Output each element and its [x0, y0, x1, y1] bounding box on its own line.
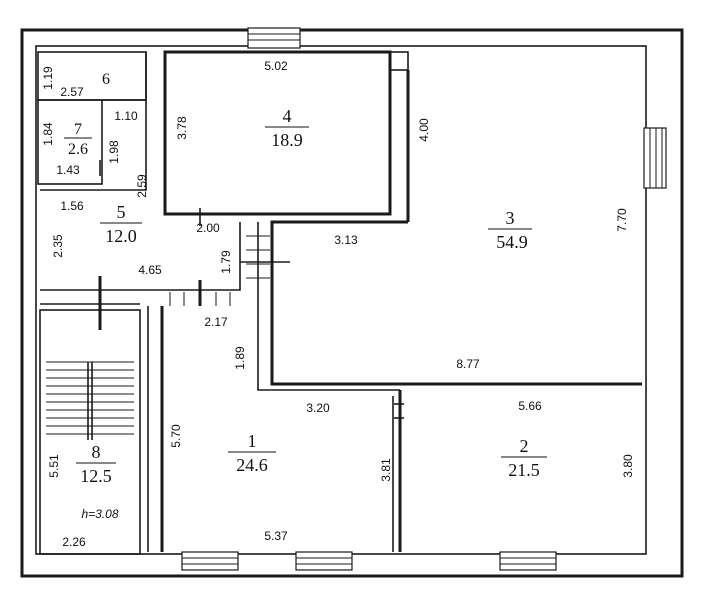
room-6-number: 6 [102, 71, 110, 88]
room-2-number: 2 [520, 436, 529, 456]
dim-label: 1.98 [107, 140, 121, 164]
dim-label: 4.00 [417, 118, 431, 142]
dim-label: 2.17 [204, 315, 228, 329]
room-7-number: 7 [74, 121, 82, 138]
windows [181, 27, 667, 571]
dim-label: 2.57 [60, 85, 84, 99]
dim-label: 1.43 [56, 163, 80, 177]
window-top [247, 27, 301, 49]
room-8-number: 8 [92, 442, 101, 462]
door-marks [99, 160, 404, 419]
dim-label: 3.13 [334, 233, 358, 247]
window-bottom-2 [295, 551, 353, 571]
dim-label: 1.10 [114, 109, 138, 123]
room-4-area: 18.9 [271, 130, 303, 150]
dim-label: 3.78 [175, 116, 189, 140]
room-4-number: 4 [283, 106, 292, 126]
dim-label: 5.66 [518, 399, 542, 413]
room-2-area: 21.5 [508, 460, 540, 480]
dim-label: 3.20 [306, 401, 330, 415]
dim-label: 5.70 [169, 424, 183, 448]
room-8-area: 12.5 [80, 466, 112, 486]
dim-label: 5.37 [264, 529, 288, 543]
corridor-steps [169, 235, 270, 306]
interior-walls [37, 50, 642, 555]
stair-steps [46, 361, 134, 440]
dim-label: 2.00 [196, 221, 220, 235]
window-bottom-1 [181, 551, 239, 571]
dim-label: 3.81 [379, 458, 393, 482]
dimension-labels: 1.19 2.57 5.02 3.78 4.00 1.84 1.10 1.98 … [41, 59, 635, 549]
room-3-number: 3 [506, 208, 515, 228]
dim-label: 8.77 [456, 357, 480, 371]
dim-label: 2.35 [51, 234, 65, 258]
dim-label: 1.84 [41, 122, 55, 146]
dim-label: 5.51 [47, 454, 61, 478]
dim-label: 1.79 [219, 250, 233, 274]
dim-label: 1.19 [41, 66, 55, 90]
room-5-area: 12.0 [105, 226, 137, 246]
window-bottom-3 [499, 551, 557, 571]
dim-label: 1.89 [233, 346, 247, 370]
room-1-area: 24.6 [236, 455, 268, 475]
room-5-number: 5 [117, 202, 126, 222]
dim-label: 5.02 [264, 59, 288, 73]
dim-label: 4.65 [138, 263, 162, 277]
window-right [643, 127, 667, 189]
dim-label: 2.59 [135, 174, 149, 198]
room-7-area: 2.6 [68, 141, 88, 158]
dim-label: 2.26 [62, 535, 86, 549]
dim-label: 3.80 [621, 454, 635, 478]
room-labels: 4 18.9 3 54.9 5 12.0 6 7 2.6 1 24.6 2 21… [64, 71, 547, 521]
room-3-area: 54.9 [496, 232, 528, 252]
ceiling-height-note: h=3.08 [81, 507, 118, 521]
room-1-number: 1 [248, 431, 257, 451]
dim-label: 7.70 [615, 208, 629, 232]
dim-label: 1.56 [60, 199, 84, 213]
